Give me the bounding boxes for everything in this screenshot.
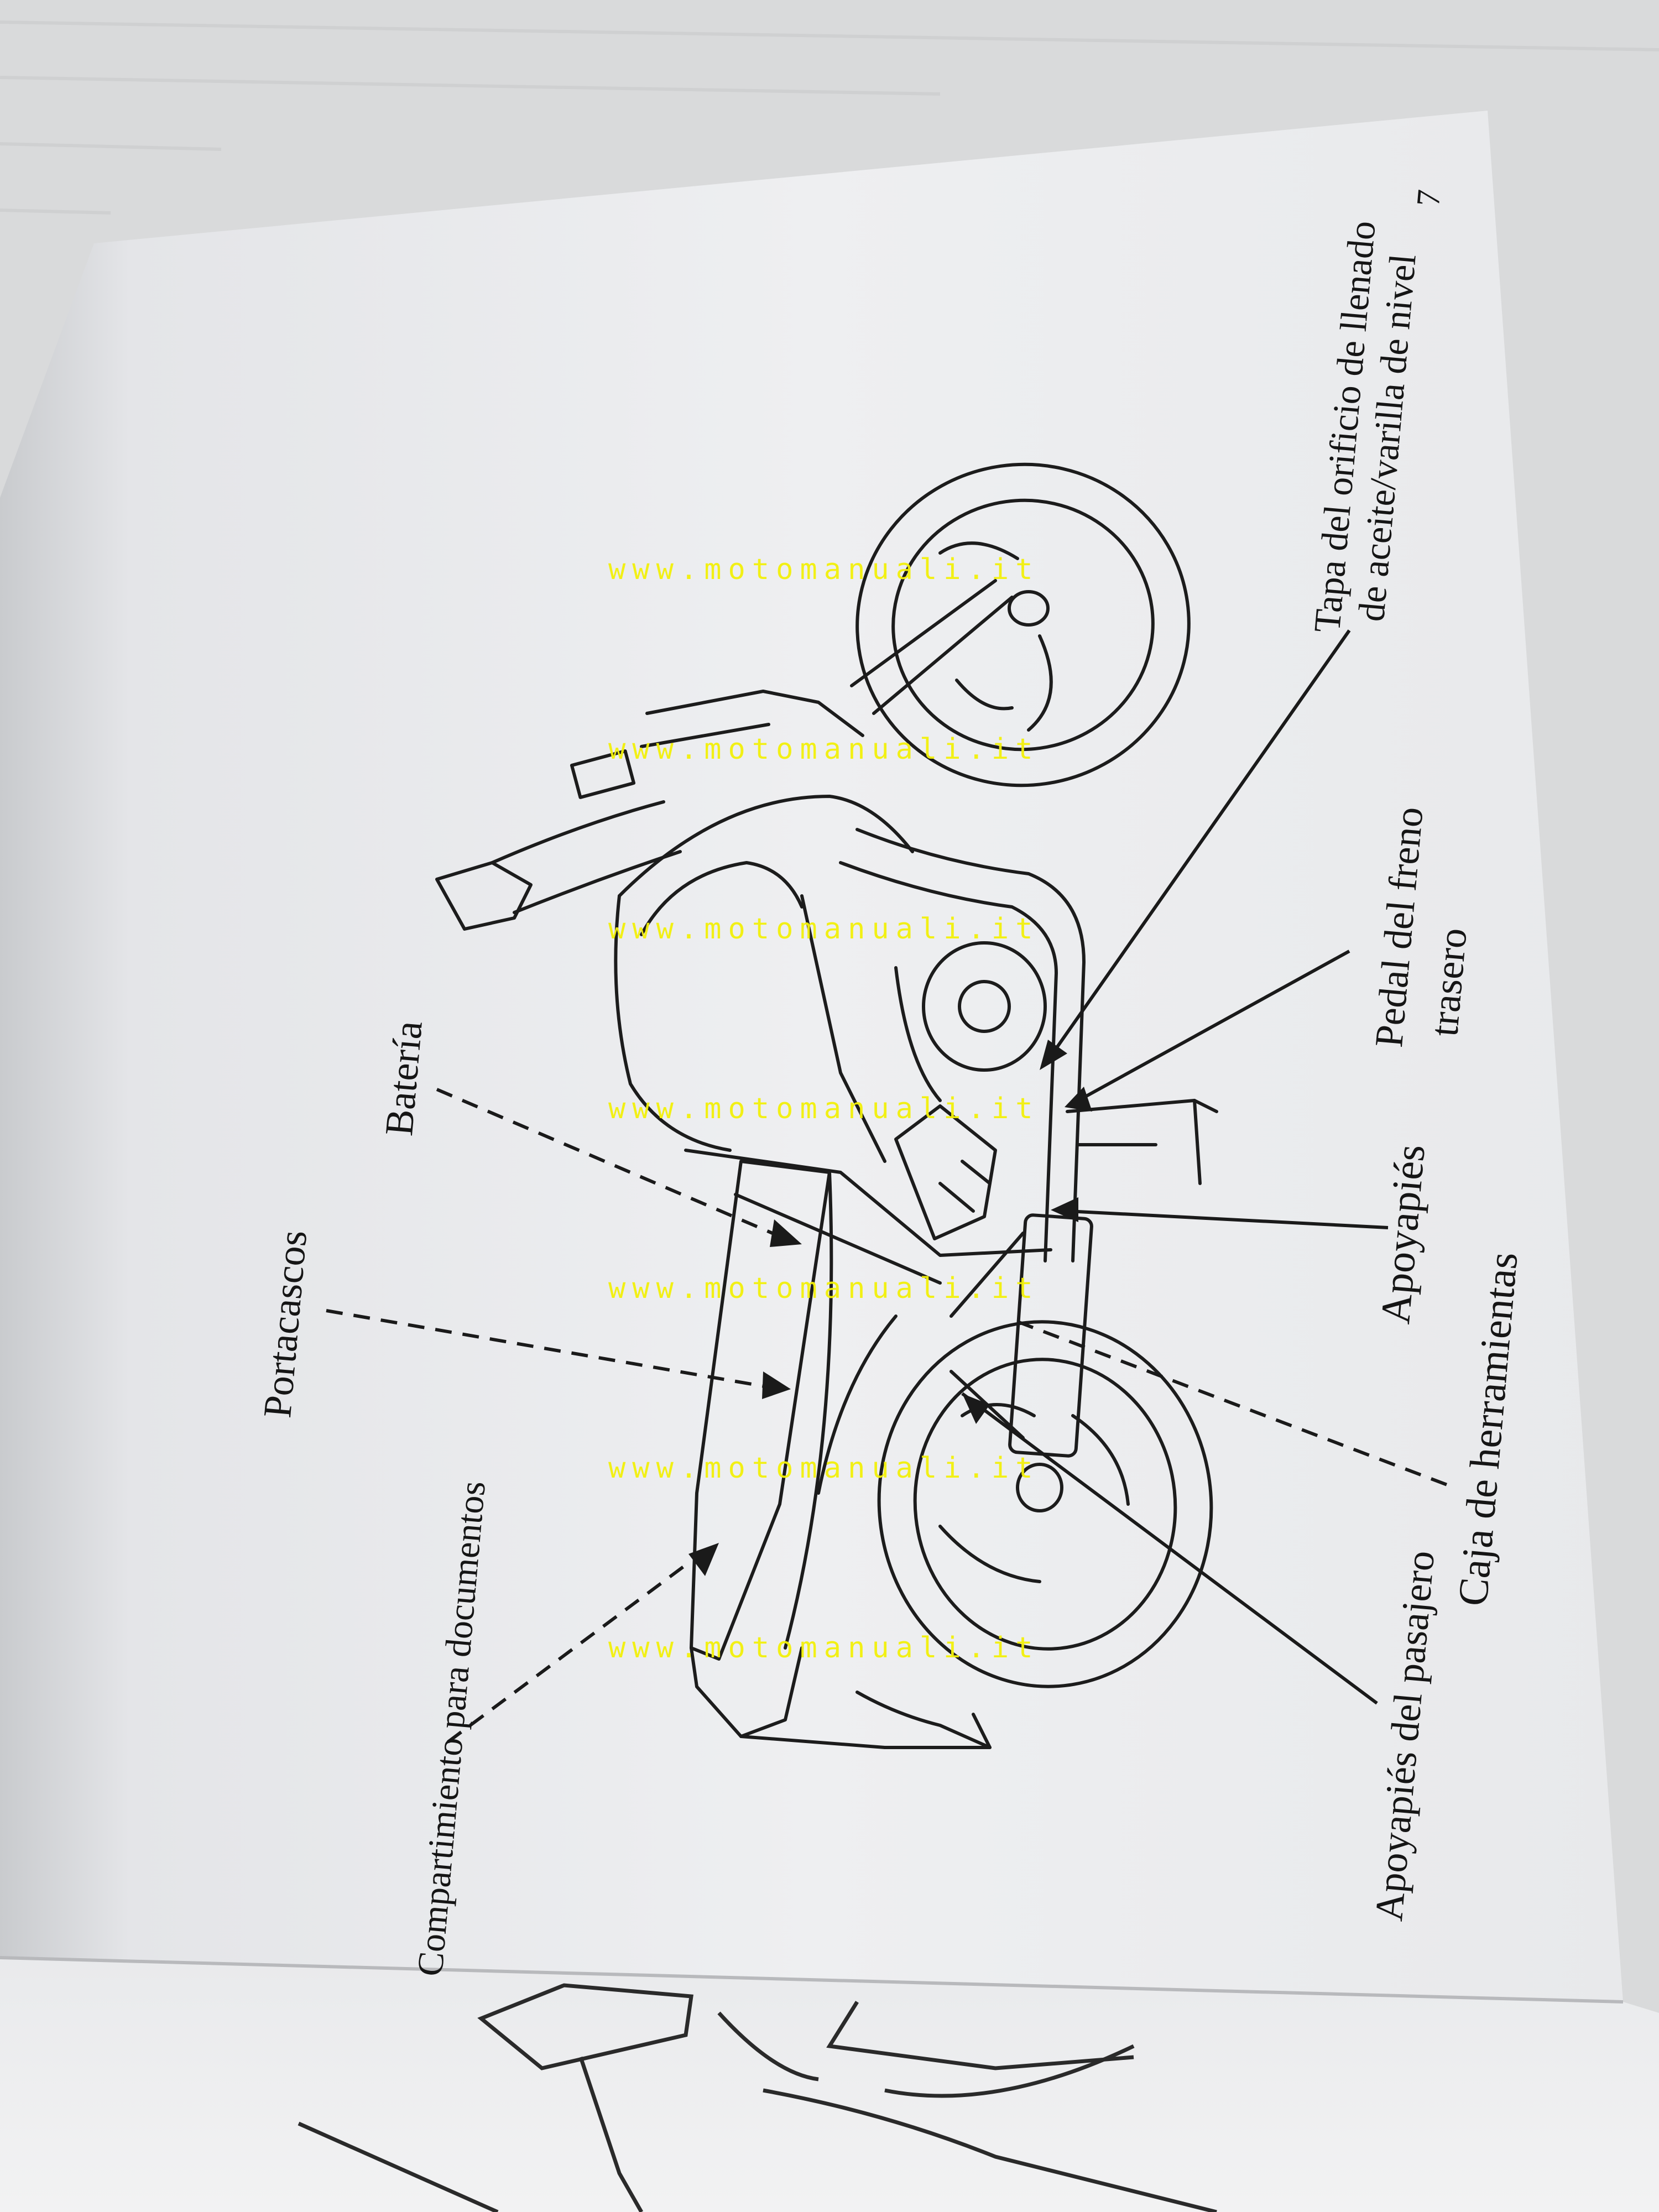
lower-page — [0, 1958, 1659, 2212]
dashed-leaders — [326, 1088, 1455, 1744]
watermark-7: www.motomanuali.it — [608, 1631, 1040, 1665]
watermark-2: www.motomanuali.it — [608, 733, 1040, 766]
watermark-4: www.motomanuali.it — [608, 1092, 1040, 1125]
watermark-5: www.motomanuali.it — [608, 1272, 1040, 1305]
page-number: 7 — [1409, 188, 1448, 208]
arrowheads — [688, 1040, 1092, 1576]
main-page — [0, 111, 1623, 2002]
next-page-drawing — [298, 1983, 1217, 2212]
label-pedal-freno-line2: trasero — [1421, 926, 1475, 1039]
solid-leaders — [961, 629, 1389, 1705]
watermark-3: www.motomanuali.it — [608, 912, 1040, 946]
watermark-1: www.motomanuali.it — [608, 553, 1040, 586]
watermark-6: www.motomanuali.it — [608, 1452, 1040, 1485]
